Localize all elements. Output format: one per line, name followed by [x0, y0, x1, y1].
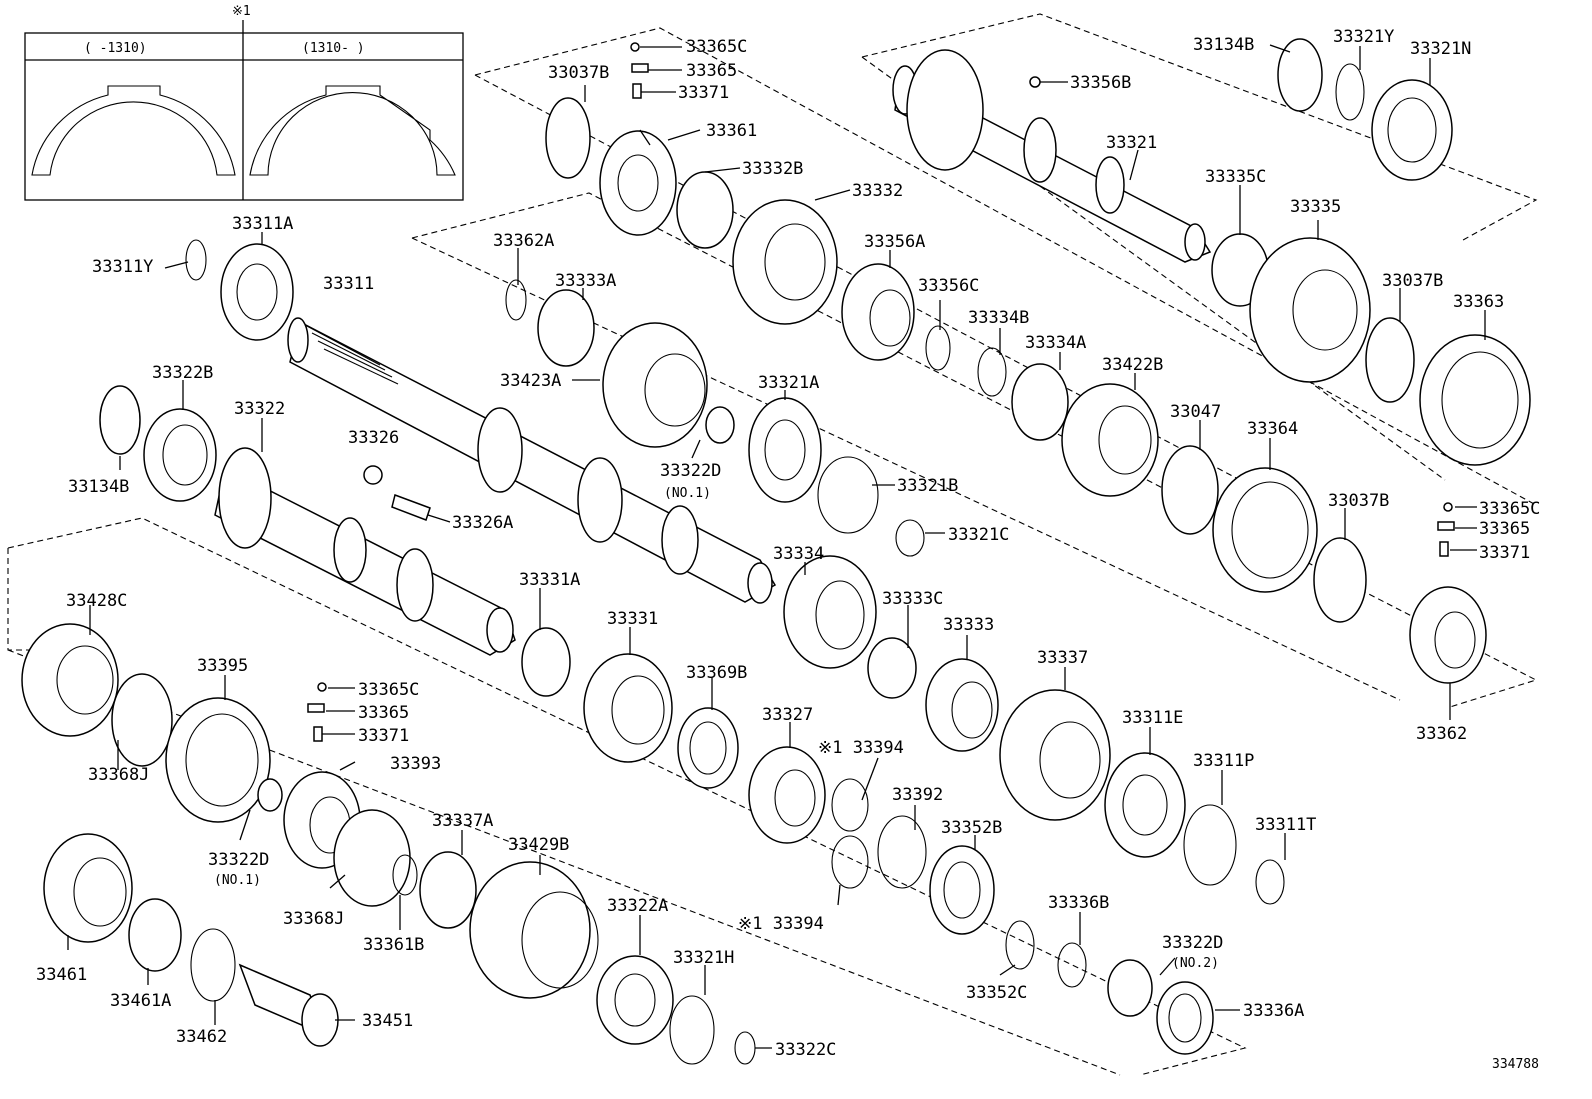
leader-lines: [67, 44, 1486, 1049]
part-label: 33321H: [673, 948, 734, 968]
part-label: 33331: [607, 609, 658, 629]
part-label: 33037B: [1382, 271, 1443, 291]
part-label: 33365C: [686, 37, 747, 57]
part-label: 33321N: [1410, 39, 1471, 59]
part-label: 33368J: [88, 765, 149, 785]
part-label: 33429B: [508, 835, 569, 855]
part-label: 33332: [852, 181, 903, 201]
part-label: 33369B: [686, 663, 747, 683]
part-label: 33322A: [607, 896, 668, 916]
part-label: 33322D: [208, 850, 269, 870]
part-label: 33311: [323, 274, 374, 294]
part-label: (NO.1): [664, 486, 711, 501]
part-label: 33334B: [968, 308, 1029, 328]
part-label: 33321: [1106, 133, 1157, 153]
part-label: 33311Y: [92, 257, 153, 277]
part-label: 33462: [176, 1027, 227, 1047]
counter-shaft-33322: [214, 447, 516, 656]
part-label: 33428C: [66, 591, 127, 611]
inset-left-range: ( -1310): [84, 41, 147, 56]
part-label: 33311E: [1122, 708, 1183, 728]
part-label: 33322C: [775, 1040, 836, 1060]
part-label: ※1 33394: [818, 738, 904, 758]
part-label: 33337A: [432, 811, 493, 831]
part-label: 33134B: [68, 477, 129, 497]
output-shaft-33321: [892, 49, 1212, 263]
part-label: 33368J: [283, 909, 344, 929]
inset-right-range: (1310- ): [302, 41, 365, 56]
part-label: 33321C: [948, 525, 1009, 545]
part-label: 33356C: [918, 276, 979, 296]
part-label: 33393: [390, 754, 441, 774]
part-label: 33331A: [519, 570, 580, 590]
part-label: 33333: [943, 615, 994, 635]
part-label: 33037B: [1328, 491, 1389, 511]
part-label: 33311T: [1255, 815, 1316, 835]
part-label: 33362A: [493, 231, 554, 251]
part-label: 33335: [1290, 197, 1341, 217]
part-label: 33352C: [966, 983, 1027, 1003]
part-label: 33365: [1479, 519, 1530, 539]
part-label: 33322B: [152, 363, 213, 383]
part-label: ※1 33394: [738, 914, 824, 934]
part-label: 33362: [1416, 724, 1467, 744]
main-shaft-33311: [287, 317, 777, 604]
part-label: 33322: [234, 399, 285, 419]
part-label: 33334: [773, 544, 824, 564]
part-label: 33333C: [882, 589, 943, 609]
part-label: 33336A: [1243, 1001, 1304, 1021]
part-label: 33422B: [1102, 355, 1163, 375]
part-label: 33365C: [1479, 499, 1540, 519]
part-label: 33371: [678, 83, 729, 103]
thrust-washer-right-shape: [249, 85, 456, 176]
part-label: 33332B: [742, 159, 803, 179]
part-label: 33352B: [941, 818, 1002, 838]
part-label: 33461: [36, 965, 87, 985]
part-label: 33322D: [660, 461, 721, 481]
part-label: 33356B: [1070, 73, 1131, 93]
part-label: 33451: [362, 1011, 413, 1031]
part-label: 33365: [686, 61, 737, 81]
part-label: 33047: [1170, 402, 1221, 422]
part-label: 33364: [1247, 419, 1298, 439]
inset-note: ※1: [232, 4, 251, 19]
part-label: 33311P: [1193, 751, 1254, 771]
part-label: 33461A: [110, 991, 171, 1011]
part-label: 33371: [1479, 543, 1530, 563]
part-label: 33361: [706, 121, 757, 141]
part-label: 33363: [1453, 292, 1504, 312]
part-label: 33326: [348, 428, 399, 448]
part-label: (NO.2): [1172, 956, 1219, 971]
part-label: 33334A: [1025, 333, 1086, 353]
illustration-ref-number: 334788: [1492, 1057, 1539, 1072]
part-label: 33356A: [864, 232, 925, 252]
part-label: 33327: [762, 705, 813, 725]
thrust-washer-left-shape: [31, 85, 236, 176]
part-label: 33371: [358, 726, 409, 746]
part-label: 33322D: [1162, 933, 1223, 953]
part-label: 33337: [1037, 648, 1088, 668]
part-label: 33395: [197, 656, 248, 676]
part-label: 33321Y: [1333, 27, 1394, 47]
part-label: 33365C: [358, 680, 419, 700]
part-label: 33392: [892, 785, 943, 805]
part-label: 33311A: [232, 214, 293, 234]
part-label: 33321A: [758, 373, 819, 393]
part-label: 33423A: [500, 371, 561, 391]
part-label: 33326A: [452, 513, 513, 533]
part-labels: 33365C333653337133037B3336133332B3333233…: [36, 27, 1540, 1072]
part-label: 33361B: [363, 935, 424, 955]
part-label: 33037B: [548, 63, 609, 83]
inset-panel: ※1 ( -1310) (1310- ): [24, 4, 464, 201]
part-label: 33321B: [897, 476, 958, 496]
part-label: 33335C: [1205, 167, 1266, 187]
part-label: 33336B: [1048, 893, 1109, 913]
part-label: (NO.1): [214, 873, 261, 888]
part-label: 33333A: [555, 271, 616, 291]
part-label: 33365: [358, 703, 409, 723]
part-label: 33134B: [1193, 35, 1254, 55]
part-shapes: [21, 38, 1531, 1065]
